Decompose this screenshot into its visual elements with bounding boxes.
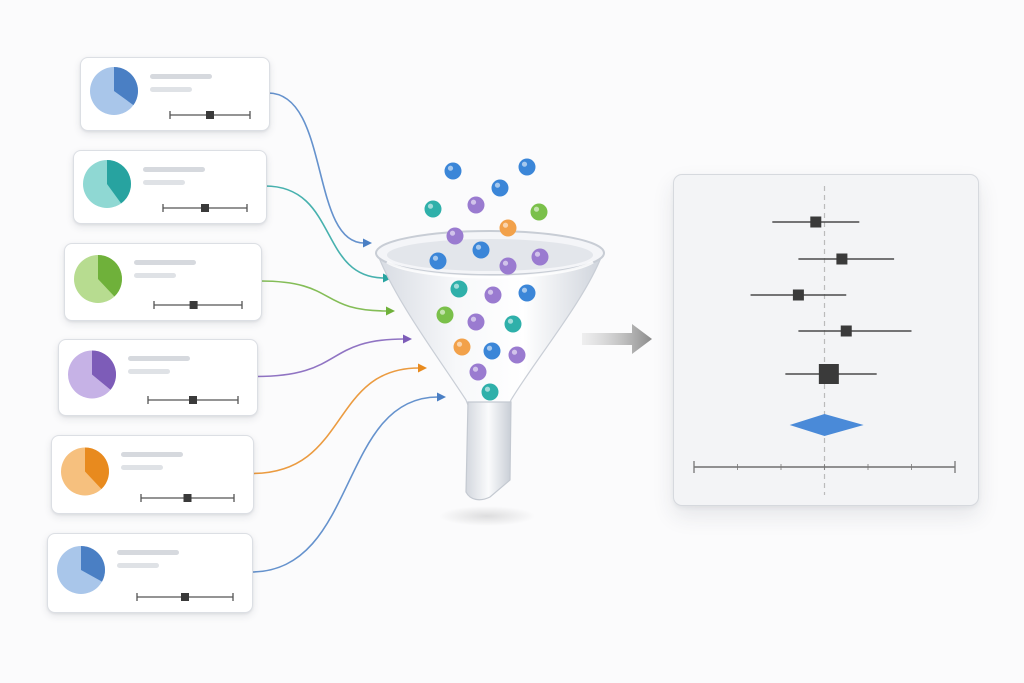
- text-placeholder-line: [150, 74, 212, 79]
- particle-highlight: [507, 318, 514, 324]
- connector-arrowhead: [403, 334, 412, 344]
- ci-point-marker: [181, 593, 189, 601]
- pie-chart-slice: [107, 160, 131, 204]
- ci-point-marker: [206, 111, 214, 119]
- ci-point-marker: [189, 396, 197, 404]
- text-placeholder-line: [117, 550, 179, 555]
- ci-point-marker: [189, 301, 198, 309]
- particle-highlight: [511, 349, 518, 355]
- funnel-shadow: [439, 506, 535, 526]
- connector-curve: [251, 367, 420, 475]
- particle-highlight: [502, 260, 509, 266]
- study-estimate-marker: [836, 253, 848, 265]
- text-placeholder-line: [117, 563, 159, 568]
- ci-point-marker: [201, 204, 209, 212]
- output-arrow: [582, 324, 652, 354]
- connector-arrowhead: [437, 392, 446, 402]
- funnel-stem: [465, 401, 512, 501]
- particle-highlight: [439, 309, 446, 315]
- particles: [424, 158, 549, 401]
- text-placeholder-line: [143, 167, 205, 172]
- particle-highlight: [534, 251, 541, 257]
- pooled-estimate-diamond: [789, 414, 864, 436]
- connector-curve: [259, 280, 388, 312]
- text-placeholder-line: [128, 369, 170, 374]
- forest-plot-panel: [673, 174, 979, 506]
- text-placeholder-line: [143, 180, 185, 185]
- particle-highlight: [456, 341, 463, 347]
- study-estimate-marker: [818, 364, 839, 384]
- text-placeholder-line: [128, 356, 190, 361]
- pie-chart-slice: [81, 546, 105, 582]
- particle-highlight: [453, 283, 460, 289]
- funnel-lip-front: [386, 260, 594, 279]
- pie-chart-slice: [85, 447, 109, 489]
- particle-highlight: [521, 161, 528, 167]
- particle-highlight: [533, 206, 540, 212]
- particle-highlight: [486, 345, 493, 351]
- connector-arrowhead: [418, 363, 427, 373]
- connector-curve: [267, 92, 365, 244]
- study-estimate-marker: [792, 289, 804, 301]
- connector-curve: [250, 396, 439, 573]
- text-placeholder-line: [134, 260, 196, 265]
- study-estimate-marker: [810, 216, 822, 228]
- particle-highlight: [475, 244, 482, 250]
- particle-highlight: [449, 230, 456, 236]
- text-placeholder-line: [121, 465, 163, 470]
- text-placeholder-line: [134, 273, 176, 278]
- ci-point-marker: [183, 494, 192, 502]
- text-placeholder-line: [150, 87, 192, 92]
- particle-highlight: [521, 287, 528, 293]
- particle-highlight: [427, 203, 434, 209]
- particle-highlight: [484, 386, 491, 392]
- particle-highlight: [447, 165, 454, 171]
- pie-chart-slice: [98, 255, 122, 297]
- connector-arrowhead: [383, 273, 392, 283]
- pie-chart-slice: [92, 350, 117, 390]
- text-placeholder-line: [121, 452, 183, 457]
- particle-highlight: [494, 182, 501, 188]
- connector-arrowhead: [363, 238, 372, 248]
- particle-highlight: [432, 255, 439, 261]
- pie-chart-slice: [114, 67, 138, 106]
- particle-highlight: [472, 366, 479, 372]
- particle-highlight: [487, 289, 494, 295]
- particle-highlight: [470, 316, 477, 322]
- connector-arrowhead: [386, 306, 395, 316]
- connector-curve: [255, 338, 405, 378]
- particle-highlight: [502, 222, 509, 228]
- connector-curve: [264, 185, 385, 279]
- study-estimate-marker: [840, 325, 852, 337]
- particle-highlight: [470, 199, 477, 205]
